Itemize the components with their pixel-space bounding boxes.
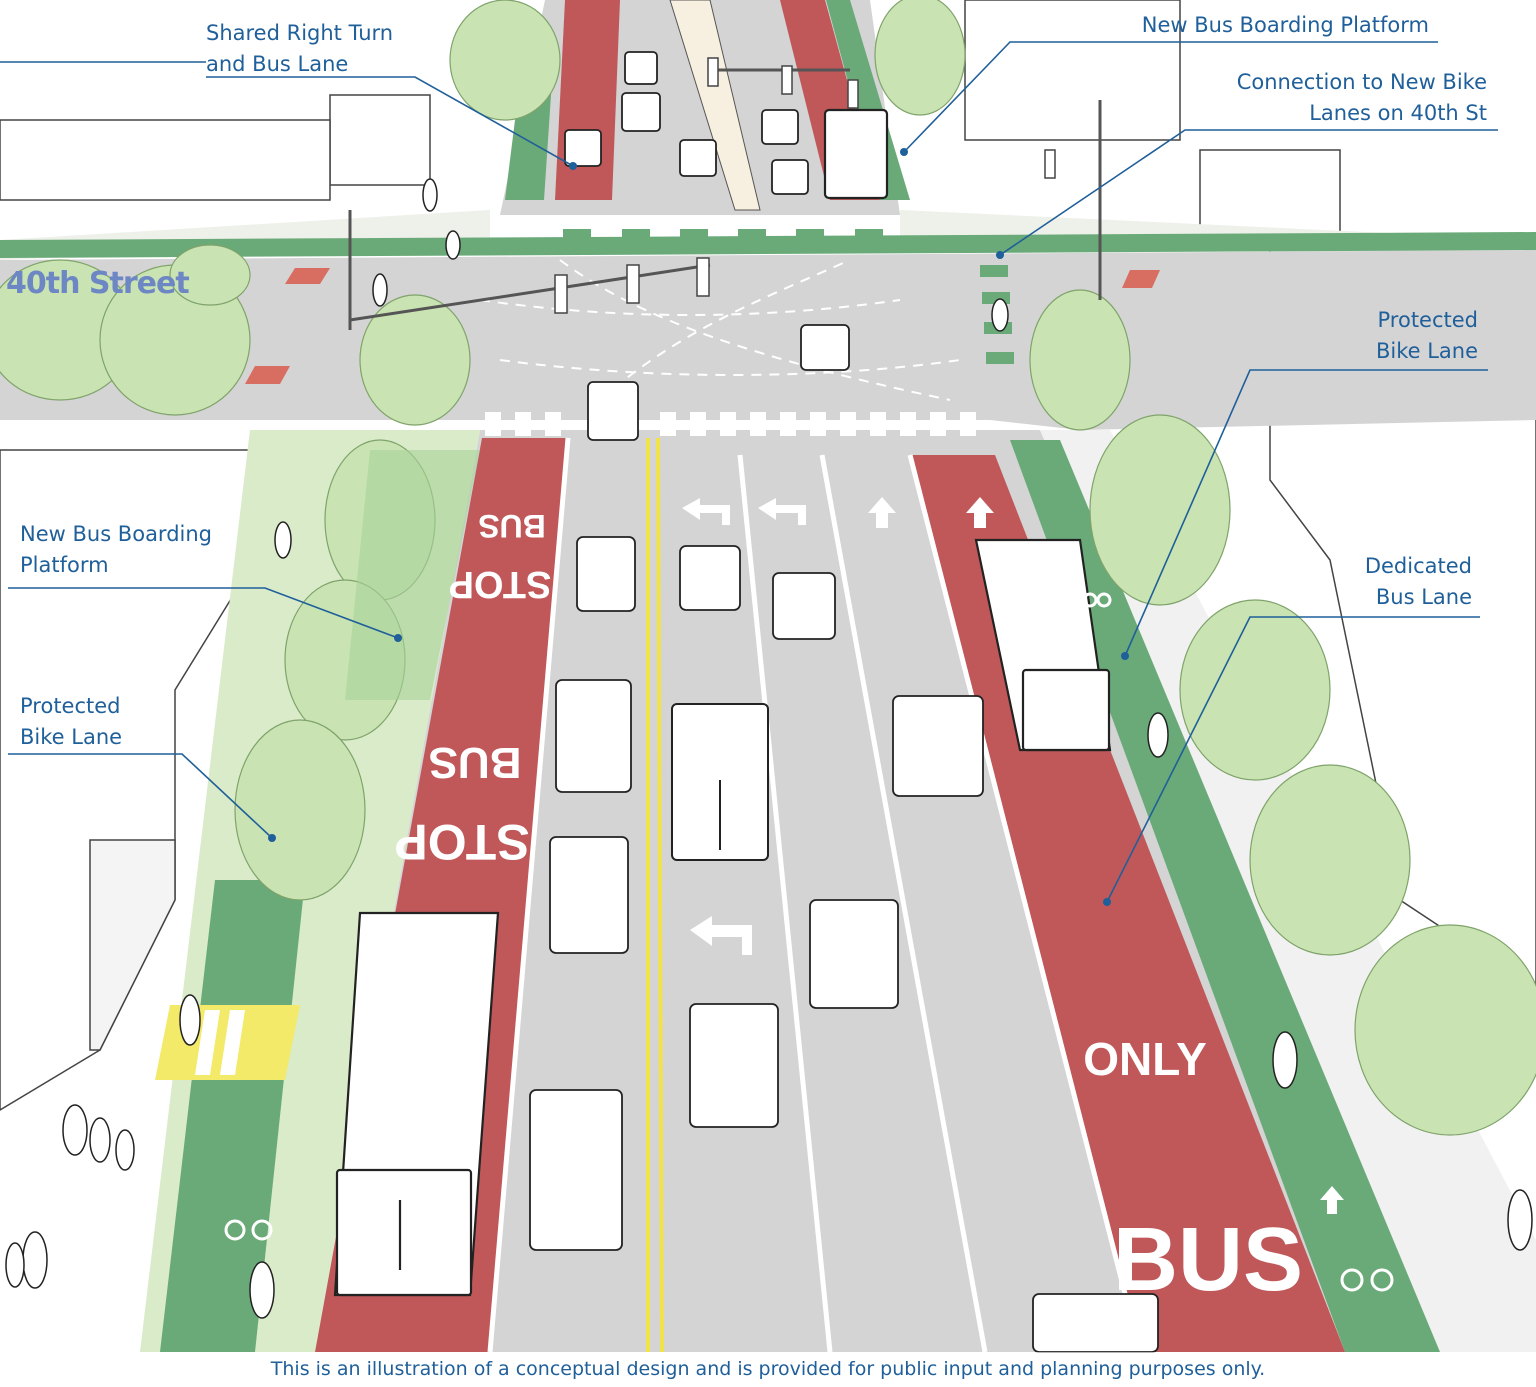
leader-dots [268, 148, 1129, 906]
callout-bus-platform-left: New Bus Boarding Platform [20, 519, 212, 581]
bike-symbols [224, 592, 1394, 1292]
trees [0, 0, 1536, 1136]
marking-bus-upside-1: BUS [478, 508, 546, 544]
callout-line: Protected [20, 694, 121, 718]
buses [333, 108, 1112, 1297]
callout-line: Dedicated [1364, 554, 1472, 578]
marking-bus: BUS [1113, 1210, 1303, 1310]
callout-line: Lanes on 40th St [1309, 101, 1487, 125]
callout-shared-right-turn: Shared Right Turn and Bus Lane [206, 18, 393, 80]
callout-line: Connection to New Bike [1236, 70, 1487, 94]
left-bike-lane [160, 880, 305, 1352]
cross-bike-lane [0, 232, 1536, 258]
callout-protected-bike-left: Protected Bike Lane [20, 691, 122, 753]
callout-line: New Bus Boarding Platform [1141, 13, 1429, 37]
north-bus-lane-left [555, 0, 620, 200]
callout-line: Protected [1377, 308, 1479, 332]
right-bike-lane [1010, 440, 1440, 1352]
lane-lines [487, 437, 1143, 1353]
pedestrians [5, 178, 1533, 1289]
bike-crossing-boxes [563, 229, 1014, 364]
crosswalk-south [485, 412, 976, 436]
leader-lines [0, 41, 1498, 903]
disclaimer-footer: This is an illustration of a conceptual … [0, 1352, 1536, 1387]
buildings [0, 0, 1536, 1111]
marking-only: ONLY [1083, 1033, 1207, 1085]
left-bike-crossing-stripes [195, 1010, 245, 1075]
callout-line: Platform [20, 553, 109, 577]
callout-line: Bus Lane [1375, 585, 1472, 609]
pavement-text: BUS STOP BUS STOP ONLY BUS [394, 508, 1303, 1310]
bus-north [823, 108, 889, 200]
callout-line: Shared Right Turn [206, 21, 394, 45]
left-bus-platform [345, 450, 480, 700]
crosswalk-north [500, 218, 872, 228]
building-top-left-wide [0, 119, 331, 201]
building-left-front [89, 839, 176, 1051]
marking-bus-upside-2: BUS [429, 738, 522, 787]
cyclists [249, 230, 1298, 1319]
vehicles [529, 51, 1159, 1353]
signal-masts [348, 68, 1102, 330]
north-bike-right [826, 0, 910, 200]
lane-arrows [682, 497, 1344, 1214]
callout-line: New Bus Boarding [20, 522, 213, 546]
marking-stop-upside-1: STOP [449, 563, 552, 605]
callout-line: Bike Lane [1375, 339, 1478, 363]
center-line [646, 437, 664, 1353]
signal-heads [554, 57, 1056, 314]
building-top-right [964, 0, 1181, 141]
marking-stop-upside-2: STOP [394, 814, 529, 870]
building-top-left [329, 94, 431, 186]
callout-dedicated-bus-lane: Dedicated Bus Lane [1365, 551, 1472, 613]
callout-bus-platform-top: New Bus Boarding Platform [1142, 10, 1429, 41]
callout-line: and Bus Lane [206, 52, 349, 76]
callout-bike-connection: Connection to New Bike Lanes on 40th St [1237, 67, 1487, 129]
callout-line: Bike Lane [20, 725, 123, 749]
callout-protected-bike-right: Protected Bike Lane [1376, 305, 1478, 367]
street-name-label: 40th Street [6, 266, 190, 301]
